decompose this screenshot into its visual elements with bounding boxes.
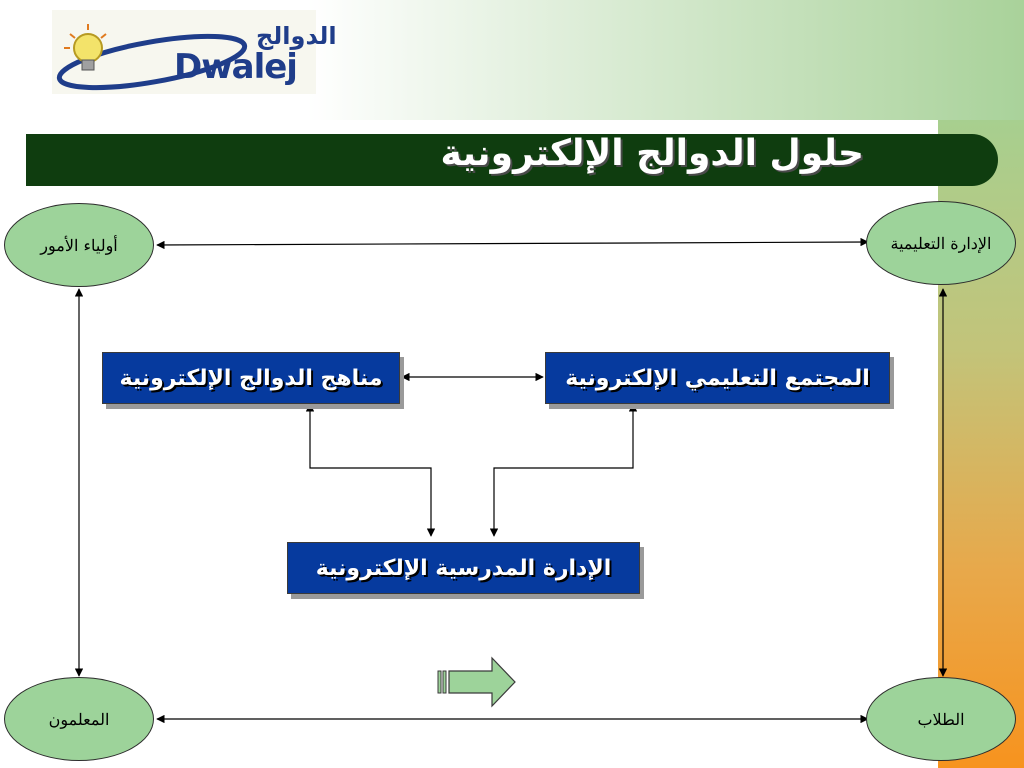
oval-edu-admin: الإدارة التعليمية [866,201,1016,285]
title-bar [26,134,998,186]
logo-arabic-text: الدوالج [256,22,337,50]
page-title: حلول الدوالج الإلكترونية [440,133,864,174]
oval-students: الطلاب [866,677,1016,761]
box-school-admin: الإدارة المدرسية الإلكترونية [287,542,640,594]
oval-parents: أولياء الأمور [4,203,154,287]
box-curricula: مناهج الدوالج الإلكترونية [102,352,400,404]
right-arrow-icon[interactable] [437,656,516,708]
connector-community-school-admin [489,403,638,537]
box-community: المجتمع التعليمي الإلكترونية [545,352,890,404]
connector-parents-edu-admin [156,237,869,250]
lightbulb-icon [56,24,248,91]
logo-english-text: Dwalej [174,47,298,87]
connector-curricula-school-admin [305,403,436,537]
oval-teachers: المعلمون [4,677,154,761]
dwalej-logo: الدوالج Dwalej [52,10,337,94]
